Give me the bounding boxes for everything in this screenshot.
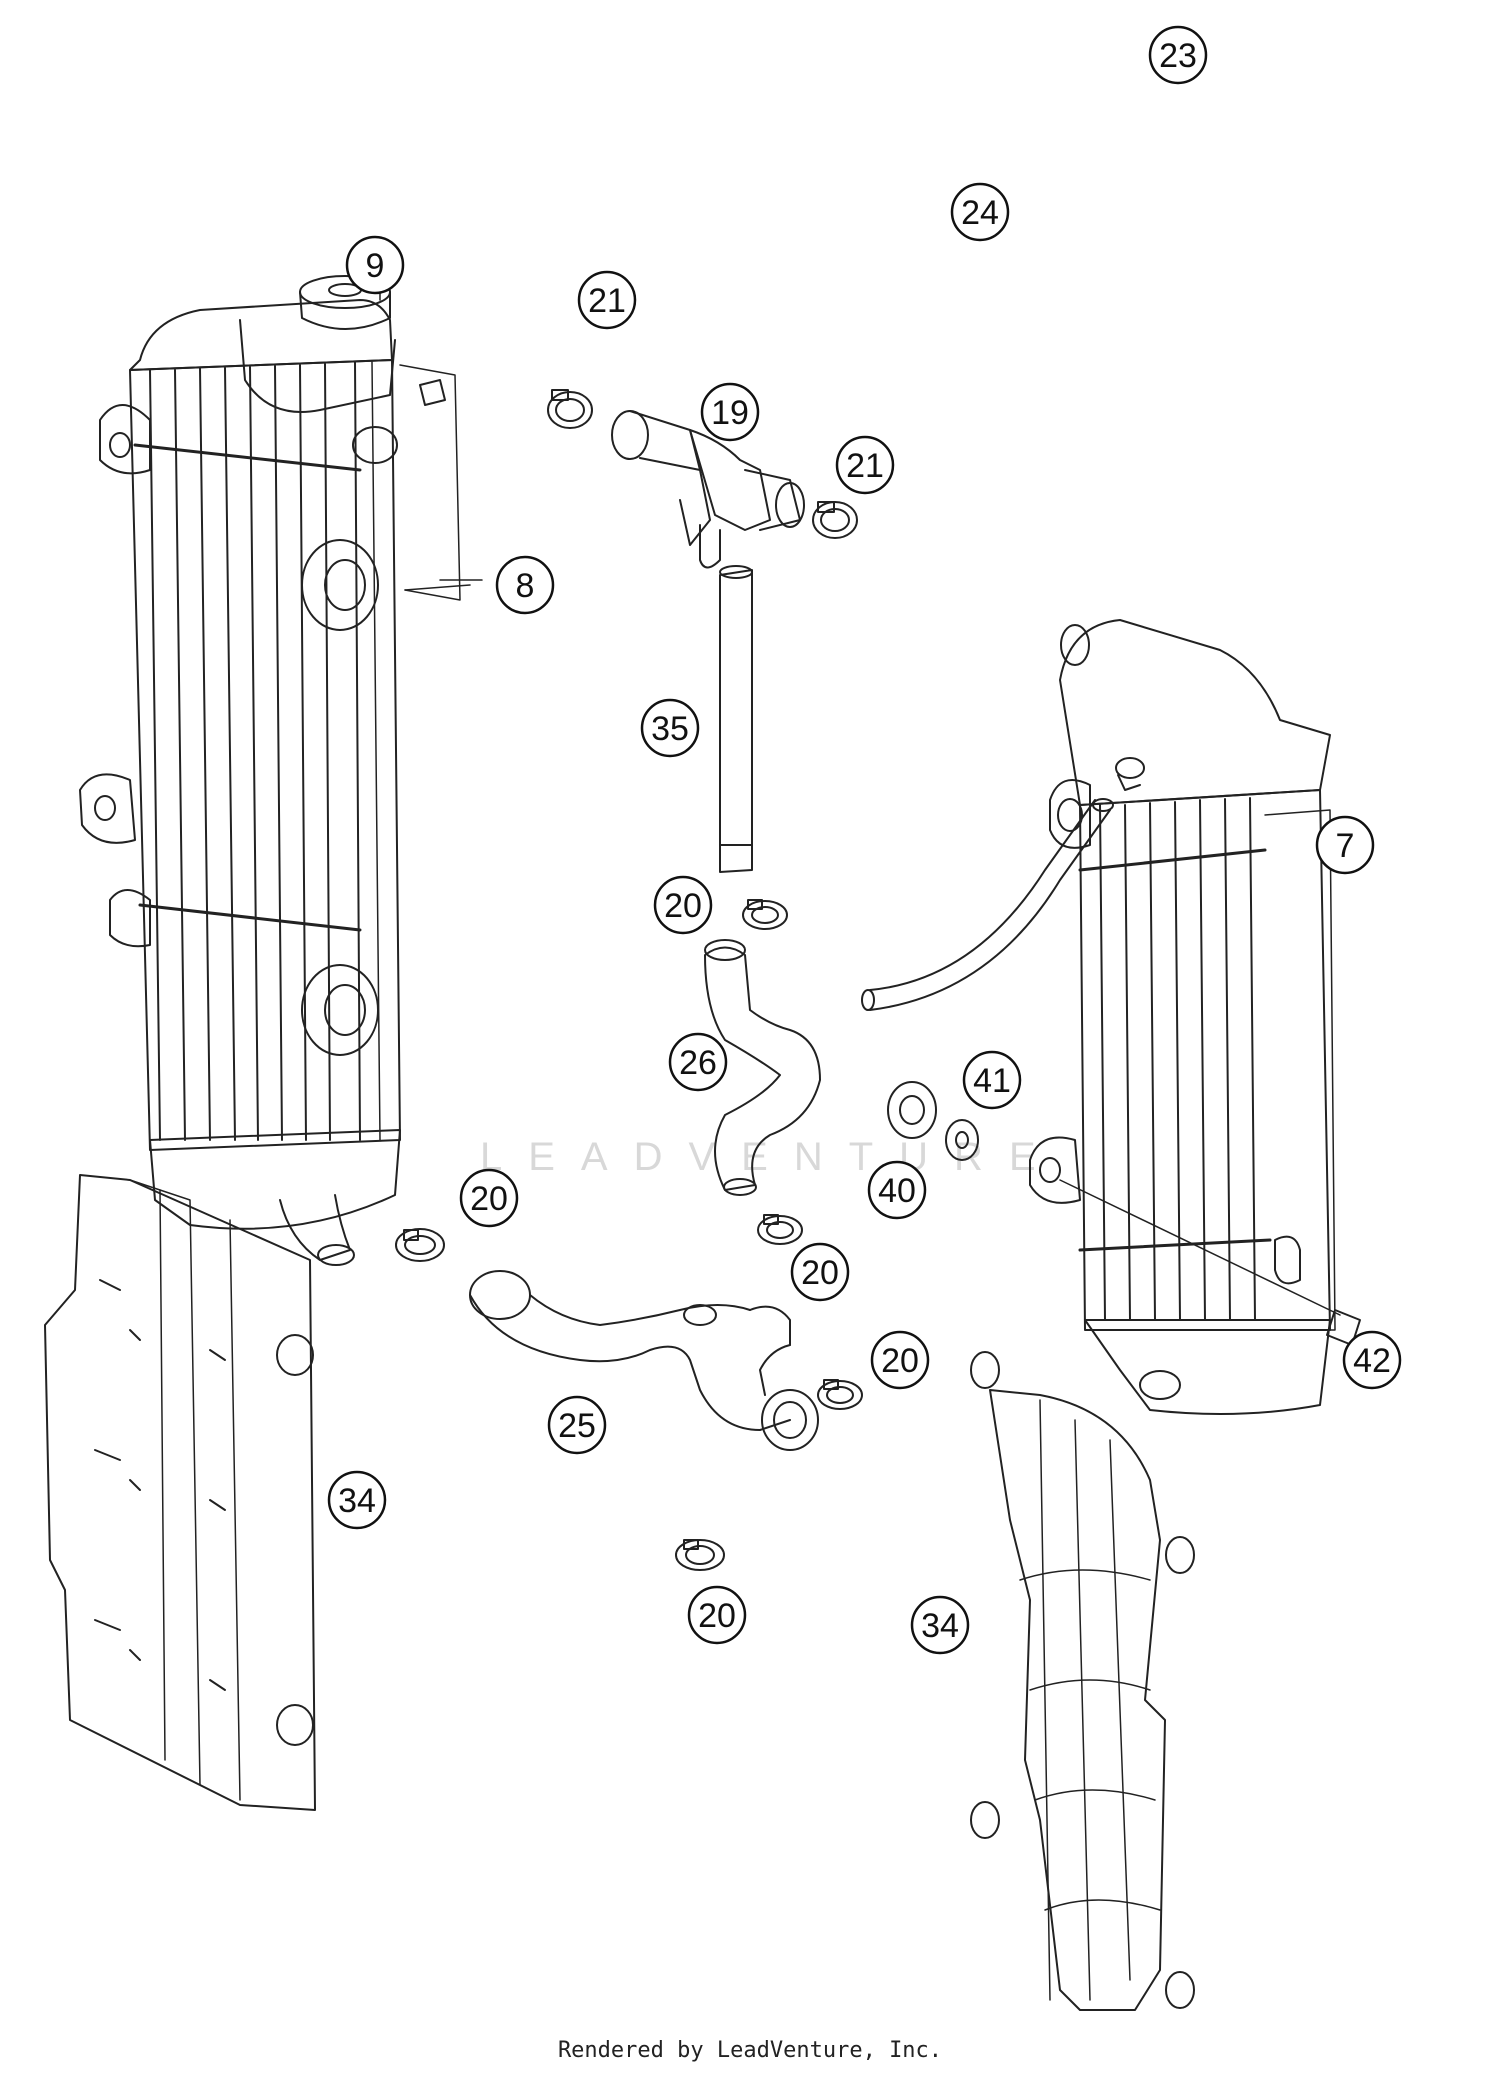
callout-25: 25 (547, 1395, 607, 1455)
callout-circle (1342, 1330, 1402, 1390)
callout-number: 34 (338, 1482, 376, 1520)
callout-34: 34 (910, 1595, 970, 1655)
callout-21: 21 (835, 435, 895, 495)
callout-41: 41 (962, 1050, 1022, 1110)
hose-clamp-21-right (813, 502, 857, 538)
callout-34: 34 (327, 1470, 387, 1530)
callout-circle (867, 1160, 927, 1220)
hose-clamp-20-bottom (676, 1540, 724, 1570)
callout-group: 9 8 21 19 21 23 24 35 20 26 7 41 40 20 20 20 25 42 34 34 20 (327, 25, 1402, 1655)
callout-23: 23 (1148, 25, 1208, 85)
callout-9: 9 (345, 235, 405, 295)
callout-20: 20 (687, 1585, 747, 1645)
callout-circle (577, 270, 637, 330)
footer-credit: Rendered by LeadVenture, Inc. (557, 2038, 943, 2063)
callout-number: 19 (711, 394, 749, 432)
callout-circle (1148, 25, 1208, 85)
overflow-hose (862, 799, 1113, 1010)
callout-number: 35 (651, 710, 689, 748)
callout-number: 26 (679, 1044, 717, 1082)
hose-clamp-20-upper (743, 900, 787, 929)
callout-19: 19 (700, 382, 760, 442)
callout-7: 7 (1315, 815, 1375, 875)
thermostat-housing (612, 411, 804, 568)
coolant-hose-26 (705, 940, 820, 1195)
callout-number: 9 (366, 247, 385, 285)
callout-20: 20 (653, 875, 713, 935)
callout-number: 21 (846, 447, 884, 485)
callout-20: 20 (790, 1242, 850, 1302)
callout-21: 21 (577, 270, 637, 330)
callout-circle (687, 1585, 747, 1645)
callout-circle (1315, 815, 1375, 875)
callout-35: 35 (640, 698, 700, 758)
callout-number: 20 (881, 1342, 919, 1380)
hose-clamp-20-right (818, 1380, 862, 1409)
callout-circle (835, 435, 895, 495)
callout-8: 8 (495, 555, 555, 615)
hose-clip-23 (1116, 758, 1144, 790)
watermark: LEADVENTURE (480, 1135, 1062, 1179)
callout-circle (327, 1470, 387, 1530)
callout-circle (700, 382, 760, 442)
callout-circle (459, 1168, 519, 1228)
callout-number: 20 (698, 1597, 736, 1635)
callout-number: 20 (470, 1180, 508, 1218)
callout-circle (345, 235, 405, 295)
callout-circle (495, 555, 555, 615)
callout-number: 8 (516, 567, 535, 605)
callout-number: 25 (558, 1407, 596, 1445)
callout-circle (910, 1595, 970, 1655)
callout-number: 20 (801, 1254, 839, 1292)
hose-clamp-21-left (548, 390, 592, 428)
washer (946, 1120, 978, 1160)
callout-circle (950, 182, 1010, 242)
right-radiator (1030, 620, 1335, 1414)
callout-40: 40 (867, 1160, 927, 1220)
callout-number: 42 (1353, 1342, 1391, 1380)
callout-number: 7 (1336, 827, 1355, 865)
hose-clamp-20-middle (758, 1215, 802, 1244)
radiator-shroud-right (971, 1352, 1194, 2010)
callout-20: 20 (870, 1330, 930, 1390)
coolant-pipe (720, 566, 752, 872)
callout-number: 21 (588, 282, 626, 320)
radiator-cap (300, 276, 390, 329)
left-radiator (80, 300, 470, 1265)
rubber-grommet (888, 1082, 936, 1138)
callout-number: 41 (973, 1062, 1011, 1100)
hose-clamp-20-left (396, 1229, 444, 1261)
leader-lines (379, 274, 483, 581)
callout-number: 34 (921, 1607, 959, 1645)
callout-number: 23 (1159, 37, 1197, 75)
radiator-shroud-left (45, 1175, 315, 1810)
callout-circle (962, 1050, 1022, 1110)
callout-circle (653, 875, 713, 935)
callout-24: 24 (950, 182, 1010, 242)
callout-circle (870, 1330, 930, 1390)
coolant-hose-25 (470, 1271, 818, 1450)
callout-circle (547, 1395, 607, 1455)
callout-20: 20 (459, 1168, 519, 1228)
callout-circle (790, 1242, 850, 1302)
callout-number: 24 (961, 194, 999, 232)
callout-number: 40 (878, 1172, 916, 1210)
callout-circle (640, 698, 700, 758)
callout-42: 42 (1342, 1330, 1402, 1390)
callout-circle (668, 1032, 728, 1092)
callout-26: 26 (668, 1032, 728, 1092)
callout-number: 20 (664, 887, 702, 925)
